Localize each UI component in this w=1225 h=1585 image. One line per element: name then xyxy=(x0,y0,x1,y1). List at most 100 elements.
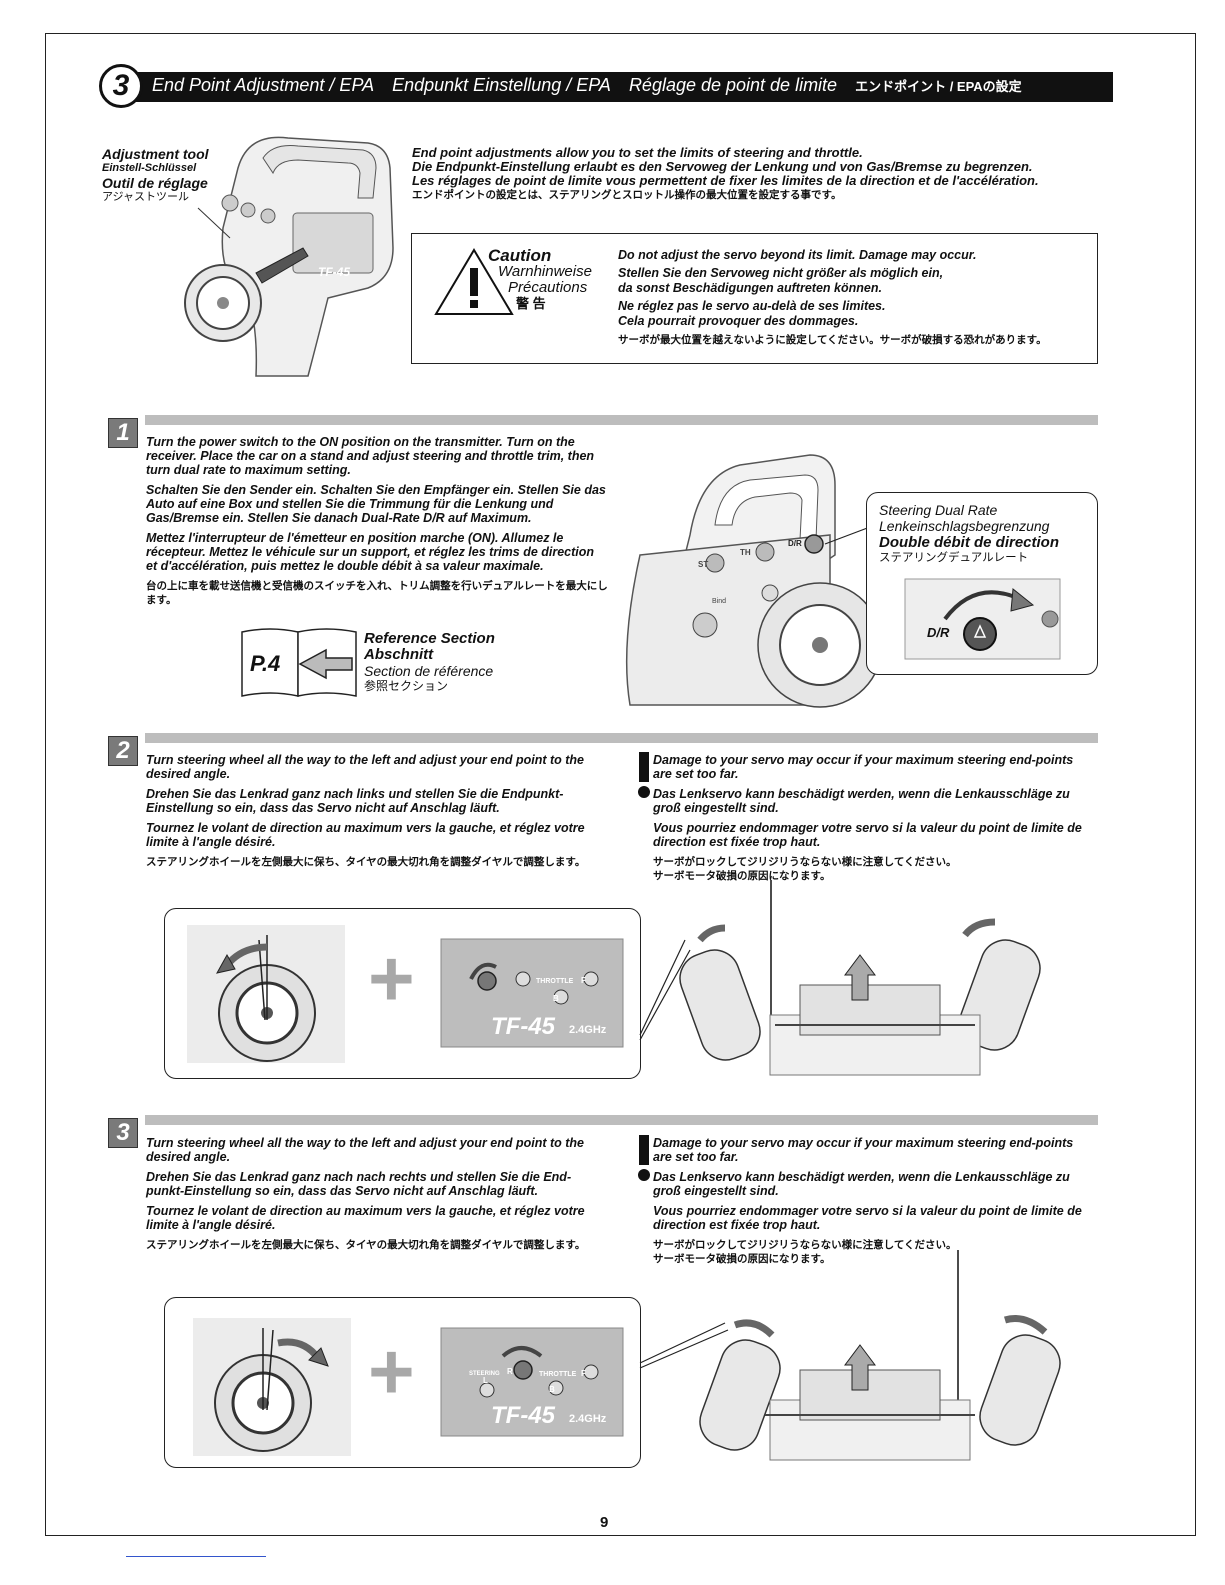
title-ja: エンドポイント / EPAの設定 xyxy=(855,79,1022,94)
step2-warn-ja1: サーボがロックしてジリジリうならない様に注意してください。 xyxy=(653,856,957,868)
step3-number: 3 xyxy=(116,1119,130,1146)
caution-text-de1: Stellen Sie den Servoweg nicht größer al… xyxy=(618,266,944,280)
step3-badge: 3 xyxy=(108,1118,138,1148)
caution-text-ja: サーボが最大位置を越えないように設定してください。サーボが破損する恐れがあります… xyxy=(618,334,1047,346)
step2-chassis-illustration xyxy=(679,880,1041,1076)
caution-text-en: Do not adjust the servo beyond its limit… xyxy=(618,248,977,262)
ref-fr: Section de référence xyxy=(364,663,494,679)
dr-fr: Double débit de direction xyxy=(879,534,1060,551)
step3-chassis-illustration xyxy=(699,1250,1061,1461)
step3-warn-ja2: サーボモータ破損の原因になります。 xyxy=(653,1253,831,1265)
caution-de: Warnhinweise xyxy=(498,263,592,280)
th-label: TH xyxy=(740,548,751,557)
bind-label: Bind xyxy=(712,598,726,605)
step2-number: 2 xyxy=(116,737,130,764)
caution-text-de2: da sonst Beschädigungen auftreten können… xyxy=(618,281,882,295)
caution-text: Do not adjust the servo beyond its limit… xyxy=(618,248,1078,348)
ref-ja: 参照セクション xyxy=(364,679,449,693)
step3-callout-lines xyxy=(639,1322,729,1369)
step3-illustration-box: + STEERING R L THROTTLE F B TF-45 2.4GHz xyxy=(164,1297,641,1468)
step2-panel-illustration: THROTTLE F B TF-45 2.4GHz xyxy=(440,938,624,1048)
reference-book-icon: P.4 xyxy=(241,628,357,697)
step2-callout-lines xyxy=(639,939,691,1041)
step1-de: Schalten Sie den Sender ein. Schalten Si… xyxy=(146,483,606,525)
step1-badge: 1 xyxy=(108,418,138,448)
warning-triangle-icon xyxy=(434,248,514,315)
step1-bar xyxy=(145,415,1098,425)
link-underline xyxy=(126,1556,266,1557)
step2-text: Turn steering wheel all the way to the l… xyxy=(146,753,608,875)
step3-warn-en: Damage to your servo may occur if your m… xyxy=(653,1136,1074,1164)
panel-r-label: R xyxy=(507,1367,513,1376)
step2-warn-fr: Vous pourriez endommager votre servo si … xyxy=(653,821,1082,849)
step2-fr: Tournez le volant de direction au maximu… xyxy=(146,821,585,849)
ref-en: Reference Section xyxy=(364,630,495,647)
dr-knob-label: D/R xyxy=(927,625,950,640)
tool-model-text: TF-45 xyxy=(318,265,350,279)
step3-warn-de: Das Lenkservo kann beschädigt werden, we… xyxy=(653,1170,1070,1198)
plus-icon: + xyxy=(368,939,415,1019)
step3-fr: Tournez le volant de direction au maximu… xyxy=(146,1204,585,1232)
step2-warning: Damage to your servo may occur if your m… xyxy=(653,753,1083,889)
exclamation-icon xyxy=(638,1135,650,1181)
caution-titles: Caution Warnhinweise Précautions 警 告 xyxy=(488,247,592,312)
section-number: 3 xyxy=(112,69,130,102)
dr-ja: ステアリングデュアルレート xyxy=(879,552,1029,564)
intro-de: Die Endpunkt-Einstellung erlaubt es den … xyxy=(412,159,1033,174)
arrow-up-icon xyxy=(844,954,876,1001)
title-fr: Réglage de point de limite xyxy=(628,75,838,95)
step2-warn-de: Das Lenkservo kann beschädigt werden, we… xyxy=(653,787,1070,815)
dr-label-small: D/R xyxy=(788,539,802,548)
step1-ja: 台の上に車を載せ送信機と受信機のスイッチを入れ、トリム調整を行いデュアルレートを… xyxy=(146,580,608,606)
adjustment-tool-label: Adjustment tool Einstell-Schlüssel Outil… xyxy=(102,146,209,204)
exclamation-icon xyxy=(638,752,650,798)
tool-label-de: Einstell-Schlüssel xyxy=(102,162,197,174)
step2-badge: 2 xyxy=(108,736,138,766)
title-en: End Point Adjustment / EPA xyxy=(152,75,375,95)
panel-f-label: F xyxy=(581,976,586,985)
caution-text-fr1: Ne réglez pas le servo au-delà de ses li… xyxy=(618,299,886,313)
step2-en: Turn steering wheel all the way to the l… xyxy=(146,753,585,781)
reference-section-label: Reference Section Abschnitt Section de r… xyxy=(364,631,495,694)
caution-fr: Précautions xyxy=(508,279,588,296)
page-frame xyxy=(45,33,1196,1536)
step2-bar xyxy=(145,733,1098,743)
step3-de: Drehen Sie das Lenkrad ganz nach nach re… xyxy=(146,1170,572,1198)
dual-rate-callout: Steering Dual Rate Lenkeinschlagsbegrenz… xyxy=(866,492,1098,675)
step2-illustration-box: + THROTTLE F B TF-45 2.4GHz xyxy=(164,908,641,1079)
step2-plus: + xyxy=(368,934,415,1023)
step1-number: 1 xyxy=(116,419,130,446)
panel-b-label: B xyxy=(549,1385,555,1394)
step3-text: Turn steering wheel all the way to the l… xyxy=(146,1136,608,1258)
step3-bar xyxy=(145,1115,1098,1125)
step3-ja: ステアリングホイールを左側最大に保ち、タイヤの最大切れ角を調整ダイヤルで調整しま… xyxy=(146,1239,586,1251)
step3-warn-fr: Vous pourriez endommager votre servo si … xyxy=(653,1204,1082,1232)
panel-band-text: 2.4GHz xyxy=(569,1413,607,1425)
step3-plus: + xyxy=(368,1327,415,1416)
transmitter-illustration: TF-45 xyxy=(184,136,394,377)
panel-throttle-label: THROTTLE xyxy=(539,1371,577,1378)
step2-wheel-illustration xyxy=(187,925,345,1063)
panel-b-label: B xyxy=(553,994,559,1003)
step2-warn-en: Damage to your servo may occur if your m… xyxy=(653,753,1074,781)
dr-de: Lenkeinschlagsbegrenzung xyxy=(879,518,1050,534)
caution-en: Caution xyxy=(488,246,552,265)
dr-en: Steering Dual Rate xyxy=(879,502,998,518)
panel-band-text: 2.4GHz xyxy=(569,1024,607,1036)
panel-model-text: TF-45 xyxy=(491,1013,556,1040)
intro-en: End point adjustments allow you to set t… xyxy=(412,145,863,160)
section-header-titles: End Point Adjustment / EPA Endpunkt Eins… xyxy=(152,75,1022,96)
dr-knob-illustration: D/R xyxy=(904,578,1061,660)
panel-throttle-label: THROTTLE xyxy=(536,978,574,985)
panel-f-label: F xyxy=(581,1369,586,1378)
caution-ja: 警 告 xyxy=(516,296,546,311)
panel-steering-label: STEERING xyxy=(469,1371,500,1377)
panel-l-label: L xyxy=(483,1376,488,1385)
panel-model-text: TF-45 xyxy=(491,1402,556,1429)
step2-ja: ステアリングホイールを左側最大に保ち、タイヤの最大切れ角を調整ダイヤルで調整しま… xyxy=(146,856,586,868)
step2-de: Drehen Sie das Lenkrad ganz nach links u… xyxy=(146,787,564,815)
arrow-left-icon xyxy=(298,648,353,680)
section-number-badge: 3 xyxy=(99,64,143,108)
tool-label-ja: アジャストツール xyxy=(102,191,190,203)
step1-en: Turn the power switch to the ON position… xyxy=(146,435,595,477)
